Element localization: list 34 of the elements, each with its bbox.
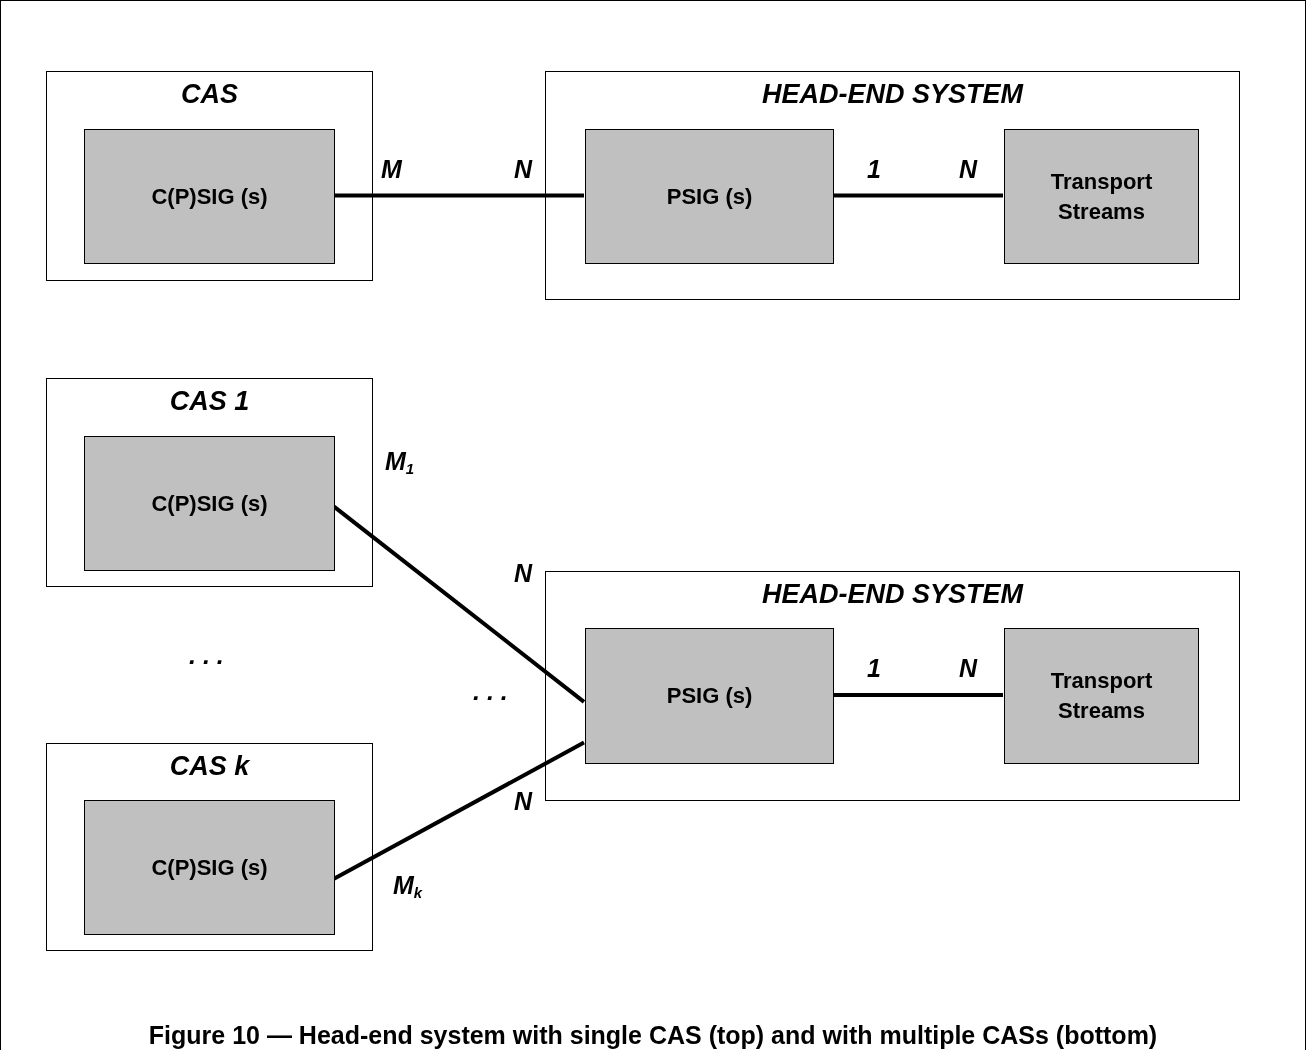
multiplicity-label: N bbox=[959, 155, 978, 183]
system-box bbox=[46, 378, 373, 587]
component-box: C(P)SIG (s) bbox=[84, 129, 335, 264]
multiplicity-label: N bbox=[514, 559, 533, 587]
system-box bbox=[545, 71, 1240, 300]
system-box bbox=[46, 743, 373, 951]
figure-caption: Figure 10 — Head-end system with single CAS (top) and with multiple CASs (bottom) bbox=[147, 1021, 1159, 1050]
multiplicity-label: 1 bbox=[867, 155, 881, 183]
connector-line bbox=[334, 193, 584, 198]
box-title: CAS k bbox=[168, 750, 251, 782]
system-box bbox=[46, 71, 373, 281]
multiplicity-label: N bbox=[514, 155, 533, 183]
connector-line bbox=[833, 693, 1003, 697]
system-box bbox=[545, 571, 1240, 801]
multiplicity-label: . . . bbox=[189, 641, 224, 669]
box-title: HEAD-END SYSTEM bbox=[761, 578, 1025, 610]
multiplicity-label: N bbox=[959, 654, 978, 682]
multiplicity-label: 1 bbox=[867, 654, 881, 682]
connector-line bbox=[333, 740, 585, 881]
connector-line bbox=[833, 193, 1003, 198]
multiplicity-label: M$_{k}$ bbox=[393, 871, 423, 899]
multiplicity-label: . . . bbox=[473, 677, 508, 705]
component-box: Transport Streams bbox=[1004, 129, 1199, 264]
box-title: CAS bbox=[180, 78, 239, 110]
multiplicity-label: M$_{1}$ bbox=[385, 447, 415, 475]
box-title: HEAD-END SYSTEM bbox=[761, 78, 1025, 110]
multiplicity-label: N bbox=[514, 787, 533, 815]
component-box: Transport Streams bbox=[1004, 628, 1199, 764]
component-box: C(P)SIG (s) bbox=[84, 436, 335, 571]
multiplicity-label: M bbox=[381, 155, 402, 183]
box-title: CAS 1 bbox=[168, 385, 251, 417]
component-box: PSIG (s) bbox=[585, 628, 834, 764]
component-box: C(P)SIG (s) bbox=[84, 800, 335, 935]
component-box: PSIG (s) bbox=[585, 129, 834, 264]
